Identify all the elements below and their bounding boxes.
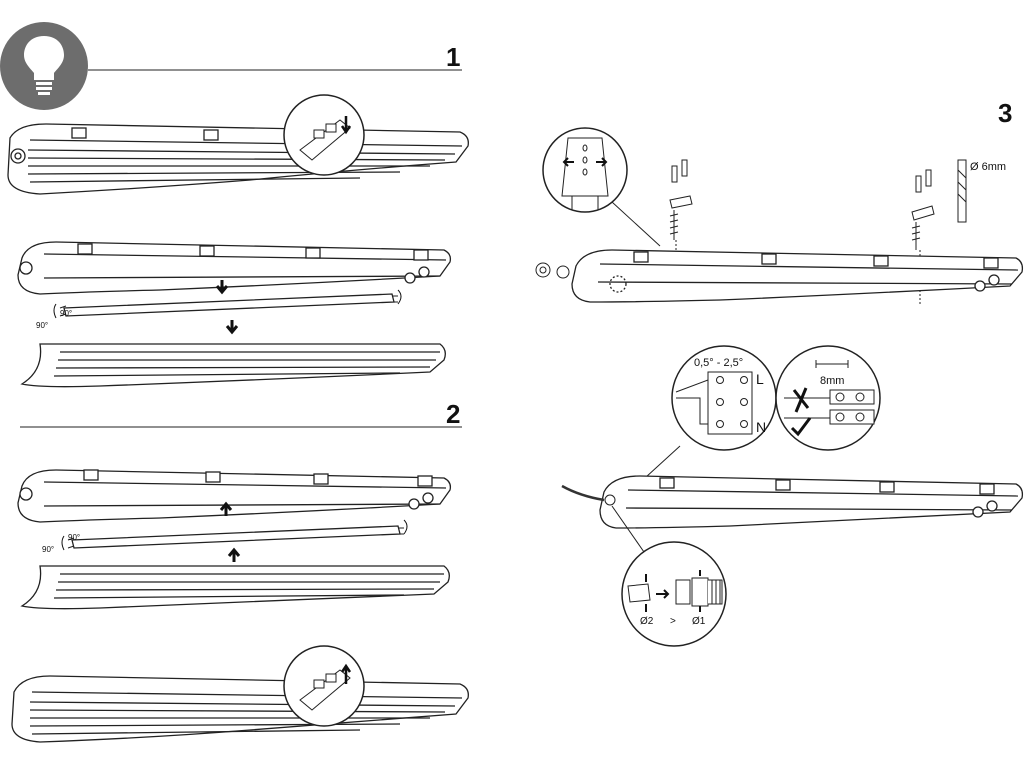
luminaire-mounting: [571, 249, 1024, 303]
cross-mark-icon: [792, 387, 810, 413]
step1-number: 1: [446, 42, 460, 72]
strip-length-label: 8mm: [820, 375, 844, 387]
up-arrow-icon: [227, 547, 241, 562]
clip-callout-open: [283, 645, 365, 727]
down-arrow-icon: [215, 280, 229, 295]
callout-leader: [611, 505, 645, 553]
bracket-callout: [542, 127, 628, 213]
clip-callout-close: [283, 94, 365, 176]
luminaire-open-step1: [17, 241, 452, 295]
drill-diameter-label: Ø 6mm: [970, 161, 1006, 173]
gland-d1-label: Ø1: [692, 616, 706, 627]
rotate-arrow-icon: [403, 519, 408, 535]
rotate-90-label-b: 90°: [36, 321, 48, 330]
wall-anchor-left: [669, 159, 693, 240]
check-mark-icon: [790, 417, 812, 437]
step3-number: 3: [998, 98, 1012, 128]
terminal-neutral-label: N: [756, 419, 766, 435]
step2-number: 2: [446, 399, 460, 429]
light-bulb-icon: [0, 22, 88, 110]
cable-gland-nut: [535, 262, 570, 279]
up-arrow-icon: [219, 501, 233, 516]
luminaire-closed-step1: [7, 123, 469, 195]
fluorescent-tube-step2: [67, 525, 404, 549]
callout-leader: [611, 201, 661, 247]
luminaire-closed-step2: [11, 675, 469, 743]
cable-entry: [604, 494, 616, 506]
rotate-90-label-c: 90°: [68, 533, 80, 542]
luminaire-open-step2: [17, 469, 452, 523]
wire-strip-callout: [775, 345, 881, 451]
gland-d2-label: Ø2: [640, 616, 654, 627]
drill-bit-icon: [957, 159, 967, 223]
terminal-live-label: L: [756, 371, 764, 387]
down-arrow-icon: [225, 320, 239, 335]
fluorescent-tube-step1: [59, 293, 398, 317]
gland-relation-label: >: [670, 616, 676, 627]
rotate-arrow-icon: [61, 535, 65, 551]
rotate-90-label-d: 90°: [42, 545, 54, 554]
rotate-arrow-icon: [397, 289, 402, 305]
power-cable: [561, 484, 605, 502]
cable-gland-callout: [621, 541, 727, 647]
wall-anchor-right: [911, 169, 935, 250]
rotate-arrow-icon: [53, 303, 57, 319]
diffuser-cover-step1: [20, 343, 446, 388]
wire-section-label: 0,5° - 2,5°: [694, 357, 743, 369]
rotate-90-label-a: 90°: [60, 309, 72, 318]
diffuser-cover-step2: [20, 565, 450, 610]
luminaire-wired: [599, 475, 1024, 529]
